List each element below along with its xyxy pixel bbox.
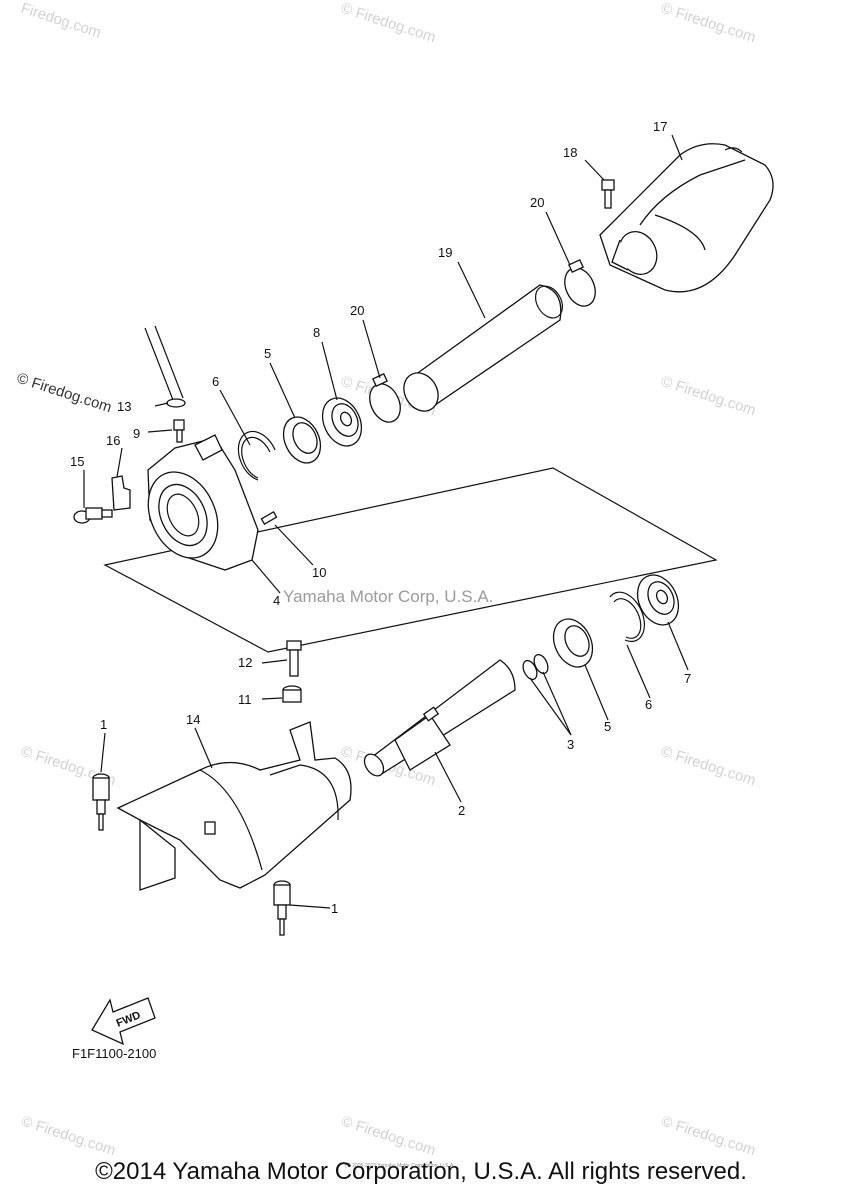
callout-11: 11	[238, 692, 252, 707]
callout-16: 16	[106, 433, 120, 448]
assembly-outline	[103, 467, 718, 653]
leader-lines	[83, 134, 689, 909]
watermark: © Firedog.com	[659, 1113, 758, 1160]
callout-13: 13	[117, 399, 131, 414]
diagram-code: F1F1100-2100	[72, 1046, 156, 1061]
callout-6-upper: 6	[212, 374, 219, 389]
part-20-clamp-upper	[564, 258, 596, 307]
copyright-notice: ©2014 Yamaha Motor Corporation, U.S.A. A…	[95, 1158, 747, 1185]
callout-3: 3	[567, 737, 574, 752]
watermark: © Firedog.com	[339, 1113, 438, 1160]
part-11-collar	[282, 685, 302, 703]
callout-4: 4	[273, 593, 280, 608]
callout-18: 18	[563, 145, 577, 160]
part-18-bolt	[601, 179, 615, 209]
callout-15: 15	[70, 454, 84, 469]
watermark-dark: © Firedog.com	[15, 370, 114, 417]
part-10-pin	[260, 511, 278, 525]
watermark: © Firedog.com	[659, 0, 758, 46]
callout-9: 9	[133, 426, 140, 441]
part-17-nozzle	[599, 143, 774, 293]
part-8-bearing	[321, 397, 363, 447]
part-20-clamp-lower	[369, 372, 401, 423]
callout-1-left: 1	[100, 717, 107, 732]
callout-10: 10	[312, 565, 326, 580]
callout-labels: 17 18 19 20 20 8 5 6 13 9 16 15 10 4 12 …	[70, 119, 691, 916]
callout-1-right: 1	[331, 901, 338, 916]
part-1-bolt-right	[273, 880, 291, 936]
part-6-circlip-upper	[237, 430, 276, 481]
center-watermark: Yamaha Motor Corp, U.S.A.	[283, 587, 493, 606]
part-9-fitting	[173, 419, 185, 443]
part-16-plate	[111, 475, 131, 511]
part-3-orings	[522, 653, 549, 681]
part-6-circlip-lower	[609, 591, 645, 643]
watermark: © Firedog.com	[339, 0, 438, 46]
callout-20-lower: 20	[350, 303, 364, 318]
watermark: Firedog.com	[19, 0, 104, 42]
callout-17: 17	[653, 119, 667, 134]
watermark: © Firedog.com	[19, 1113, 118, 1160]
callout-5-upper: 5	[264, 346, 271, 361]
part-13-clip	[144, 325, 186, 408]
fwd-arrow: FWD	[91, 997, 156, 1046]
part-4-housing	[147, 434, 259, 571]
part-1-bolt-left	[92, 773, 110, 831]
part-7-bearing	[636, 574, 680, 626]
callout-7: 7	[684, 671, 691, 686]
part-12-bolt	[286, 640, 302, 677]
part-5-seal-upper	[282, 416, 322, 464]
watermark: © Firedog.com	[659, 743, 758, 790]
callout-8: 8	[313, 325, 320, 340]
part-2-shaft	[363, 659, 516, 777]
part-15-bolt	[73, 507, 113, 524]
callout-19: 19	[438, 245, 452, 260]
tiny-copyright: (c) 2005-2015 Yamaha Motor Corporation, …	[345, 1163, 455, 1169]
part-14-bracket	[116, 721, 352, 891]
part-19-hose	[403, 284, 564, 412]
watermark: © Firedog.com	[659, 373, 758, 420]
callout-20-upper: 20	[530, 195, 544, 210]
part-5-seal-lower	[552, 618, 594, 668]
callout-5-lower: 5	[604, 719, 611, 734]
callout-14: 14	[186, 712, 200, 727]
callout-2: 2	[458, 803, 465, 818]
callout-12: 12	[238, 655, 252, 670]
callout-6-lower: 6	[645, 697, 652, 712]
